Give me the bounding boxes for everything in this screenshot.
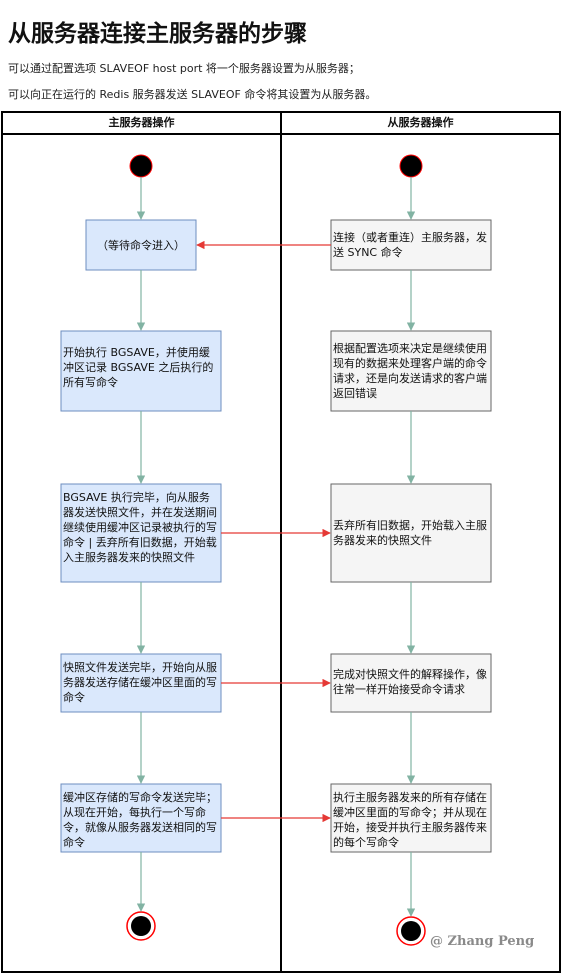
master-step-3-text: BGSAVE 执行完毕，向从服务器发送快照文件，并在发送期间继续使用缓冲区记录被…	[63, 491, 217, 564]
master-step-1-text: （等待命令进入）	[97, 238, 185, 252]
master-end-node	[126, 911, 156, 941]
page-title: 从服务器连接主服务器的步骤	[8, 21, 307, 47]
slave-step-3-text: 丢弃所有旧数据，开始载入主服务器发来的快照文件	[333, 519, 487, 547]
slave-step-4	[330, 653, 492, 713]
master-start-node	[129, 154, 153, 178]
master-lane-title: 主服务器操作	[108, 116, 175, 129]
intro-line-1: 可以通过配置选项 SLAVEOF host port 将一个服务器设置为从服务器…	[8, 62, 360, 75]
slave-start-node	[399, 154, 423, 178]
master-step-4-text: 快照文件发送完毕，开始向从服务器发送存储在缓冲区里面的写命令	[63, 661, 217, 704]
slave-step-4-text: 完成对快照文件的解释操作，像往常一样开始接受命令请求	[333, 668, 487, 696]
slave-step-2	[330, 330, 492, 412]
intro-line-2: 可以向正在运行的 Redis 服务器发送 SLAVEOF 命令将其设置为从服务器…	[8, 88, 377, 101]
master-step-2	[60, 330, 222, 412]
master-step-3	[60, 483, 222, 583]
slave-step-3	[330, 483, 492, 583]
author-watermark: @ Zhang Peng	[430, 934, 535, 949]
slave-step-1-text: 连接（或者重连）主服务器，发送 SYNC 命令	[333, 231, 487, 259]
master-step-5-text: 缓冲区存储的写命令发送完毕；从现在开始，每执行一个写命令，就像从服务器发送相同的…	[63, 791, 217, 849]
slave-step-5-text: 执行主服务器发来的所有存储在缓冲区里面的写命令；并从现在开始，接受并执行主服务器…	[333, 791, 487, 849]
master-step-4	[60, 653, 222, 713]
master-step-1	[85, 219, 197, 271]
slave-step-5	[330, 783, 492, 853]
master-step-2-text: 开始执行 BGSAVE，并使用缓冲区记录 BGSAVE 之后执行的所有写命令	[63, 346, 214, 389]
slave-lane-title: 从服务器操作	[387, 116, 454, 129]
slave-step-2-text: 根据配置选项来决定是继续使用现有的数据来处理客户端的命令请求，还是向发送请求的客…	[333, 342, 487, 400]
slave-end-node	[396, 916, 426, 946]
slave-step-1	[330, 219, 492, 271]
